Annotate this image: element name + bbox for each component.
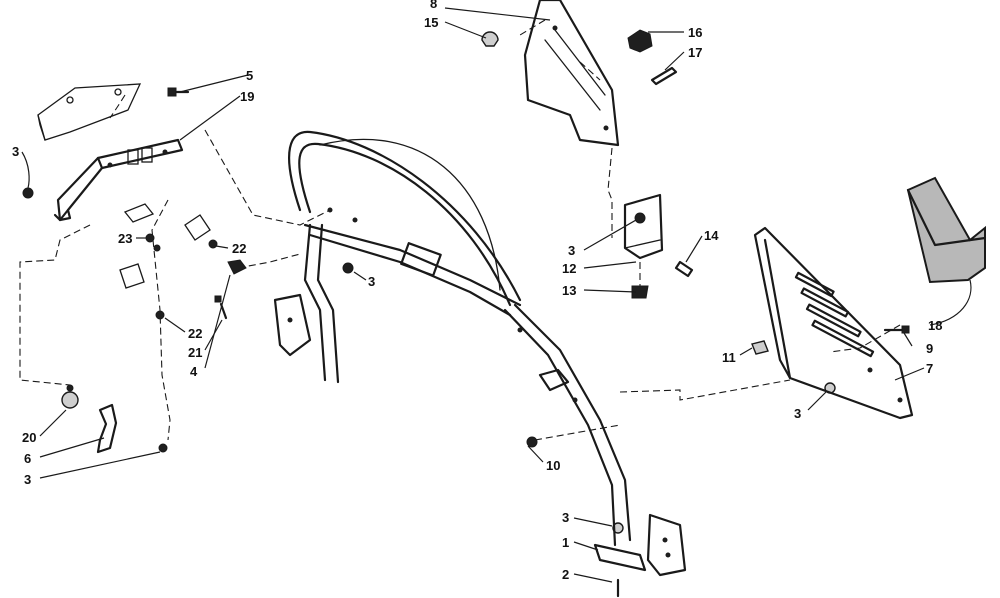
hardware [22,29,910,598]
hex-screw [214,295,228,320]
callout-21: 21 [188,345,202,360]
callout-22: 22 [232,241,246,256]
callout-3: 3 [794,406,801,421]
windshield-panel [523,0,620,147]
callout-6: 6 [24,451,31,466]
callout-13: 13 [562,283,576,298]
spring-clip-ghosts [119,203,211,289]
callout-23: 23 [118,231,132,246]
callout-16: 16 [688,25,702,40]
callout-10: 10 [546,458,560,473]
callout-leaders [21,7,972,583]
callout-3: 3 [24,472,31,487]
lock-nut [22,187,34,199]
callout-1: 1 [562,535,569,550]
foam-pad [906,176,987,284]
callout-3: 3 [12,144,19,159]
louver-slots [794,271,875,358]
tubular-frame-assembly [273,130,687,577]
callout-20: 20 [22,430,36,445]
callout-12: 12 [562,261,576,276]
callout-5: 5 [246,68,253,83]
callout-3: 3 [562,510,569,525]
callout-8: 8 [430,0,437,11]
upper-cover-plate [37,83,142,141]
callout-22: 22 [188,326,202,341]
side-panel-louvered [753,226,914,420]
hex-screw [167,87,190,97]
hex-screw [883,325,910,334]
callout-19: 19 [240,89,254,104]
callout-18: 18 [928,318,942,333]
callout-7: 7 [926,361,933,376]
callout-3: 3 [368,274,375,289]
rubber-mount [61,384,79,409]
callout-14: 14 [704,228,719,243]
callout-3: 3 [568,243,575,258]
mounting-bracket-left [53,138,184,222]
callout-labels: 3 5 19 23 22 3 22 21 4 20 6 3 10 3 1 2 8… [12,0,942,582]
callout-4: 4 [190,364,198,379]
callout-2: 2 [562,567,569,582]
callout-15: 15 [424,15,438,30]
mounting-bracket-upper [623,193,664,260]
callout-9: 9 [926,341,933,356]
callout-11: 11 [722,350,736,365]
callout-17: 17 [688,45,702,60]
